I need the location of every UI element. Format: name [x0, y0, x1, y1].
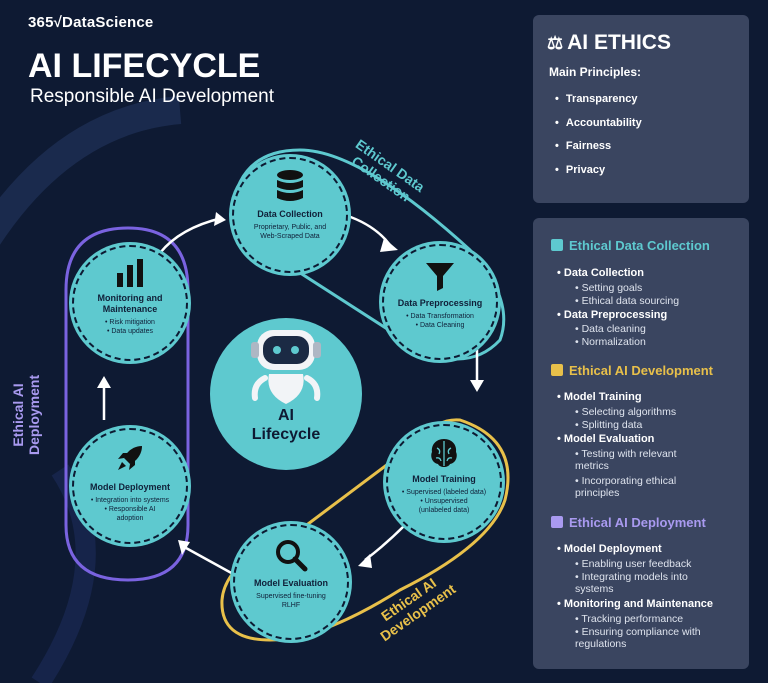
node-title: Model Training — [412, 474, 476, 484]
list-item: Ensuring compliance with regulations — [575, 626, 701, 650]
list-item: Enabling user feedback — [575, 558, 692, 570]
ai-ethics-panel: ⚖AI ETHICS Main Principles: Transparency… — [533, 15, 749, 203]
ai-ethics-title: ⚖AI ETHICS — [547, 31, 671, 54]
list-item: Monitoring and Maintenance — [557, 598, 713, 610]
node-monitoring: Monitoring and Maintenance • Risk mitiga… — [72, 245, 188, 361]
list-item: Data cleaning — [575, 323, 646, 335]
section-heading-deployment: Ethical AI Deployment — [551, 515, 706, 530]
list-item: Setting goals — [575, 282, 643, 294]
database-icon — [277, 170, 303, 201]
node-desc: • Risk mitigation • Data updates — [105, 319, 155, 335]
list-item: Model Training — [557, 391, 642, 403]
list-item: Data Preprocessing — [557, 309, 667, 321]
scales-icon: ⚖ — [547, 33, 564, 53]
list-item: Transparency — [555, 93, 642, 117]
node-title: Model Evaluation — [253, 578, 328, 588]
node-data-preprocessing: Data Preprocessing • Data Transformation… — [382, 244, 498, 360]
deploy-icon — [551, 516, 563, 528]
list-item: Selecting algorithms — [575, 406, 677, 418]
principles-list: Transparency Accountability Fairness Pri… — [555, 93, 642, 187]
node-title: Model Deployment — [89, 482, 170, 492]
code-icon — [551, 364, 563, 376]
list-item: Ethical data sourcing — [575, 295, 679, 307]
magnifier-icon — [276, 540, 308, 572]
list-item: Data Collection — [557, 267, 644, 279]
node-desc: • Supervised (labeled data) • Unsupervis… — [401, 489, 487, 514]
page-title: AI LIFECYCLE — [28, 47, 261, 85]
funnel-icon — [426, 263, 454, 291]
list-item: Normalization — [575, 336, 646, 348]
list-item: Tracking performance — [575, 613, 683, 625]
brand-logo: 365√DataScience — [28, 14, 154, 31]
list-item: Fairness — [555, 140, 642, 164]
database-icon — [551, 239, 563, 251]
caption-ethical-ai-deployment: Ethical AI Deployment — [10, 374, 42, 455]
list-item: Splitting data — [575, 419, 643, 431]
node-desc: Supervised fine-tuning RLHF — [256, 593, 326, 609]
capsule-ai-deployment — [64, 226, 190, 582]
node-desc: • Integration into systems • Responsible… — [90, 497, 170, 522]
list-item: Accountability — [555, 117, 642, 141]
list-item: Privacy — [555, 164, 642, 188]
node-model-evaluation: Model Evaluation Supervised fine-tuning … — [233, 524, 349, 640]
node-title: Monitoring and Maintenance — [97, 293, 163, 314]
node-data-collection: Data Collection Proprietary, Public, and… — [232, 157, 348, 273]
list-item: Model Evaluation — [557, 433, 654, 445]
page-subtitle: Responsible AI Development — [30, 86, 274, 107]
section-heading-collection: Ethical Data Collection — [551, 238, 710, 253]
rocket-icon — [118, 446, 142, 470]
node-title: Data Preprocessing — [397, 298, 483, 308]
list-item: Testing with relevant metrics — [575, 448, 677, 472]
list-item: Integrating models into systems — [575, 571, 688, 595]
brain-icon — [431, 439, 457, 467]
center-label: AI Lifecycle — [251, 407, 321, 443]
robot-icon — [251, 330, 321, 404]
center-ai-lifecycle: AI Lifecycle — [210, 318, 362, 470]
ai-ethics-subtitle: Main Principles: — [549, 65, 642, 79]
node-model-training: Model Training • Supervised (labeled dat… — [386, 424, 502, 540]
ethics-details-panel: Ethical Data Collection Data Collection … — [533, 218, 749, 669]
bar-chart-icon — [117, 259, 143, 287]
list-item: Incorporating ethical principles — [575, 475, 676, 499]
section-heading-development: Ethical AI Development — [551, 363, 713, 378]
node-model-deployment: Model Deployment • Integration into syst… — [72, 428, 188, 544]
node-desc: • Data Transformation • Data Cleaning — [406, 313, 474, 329]
node-desc: Proprietary, Public, and Web-Scraped Dat… — [253, 224, 327, 240]
list-item: Model Deployment — [557, 543, 662, 555]
node-title: Data Collection — [257, 209, 323, 219]
